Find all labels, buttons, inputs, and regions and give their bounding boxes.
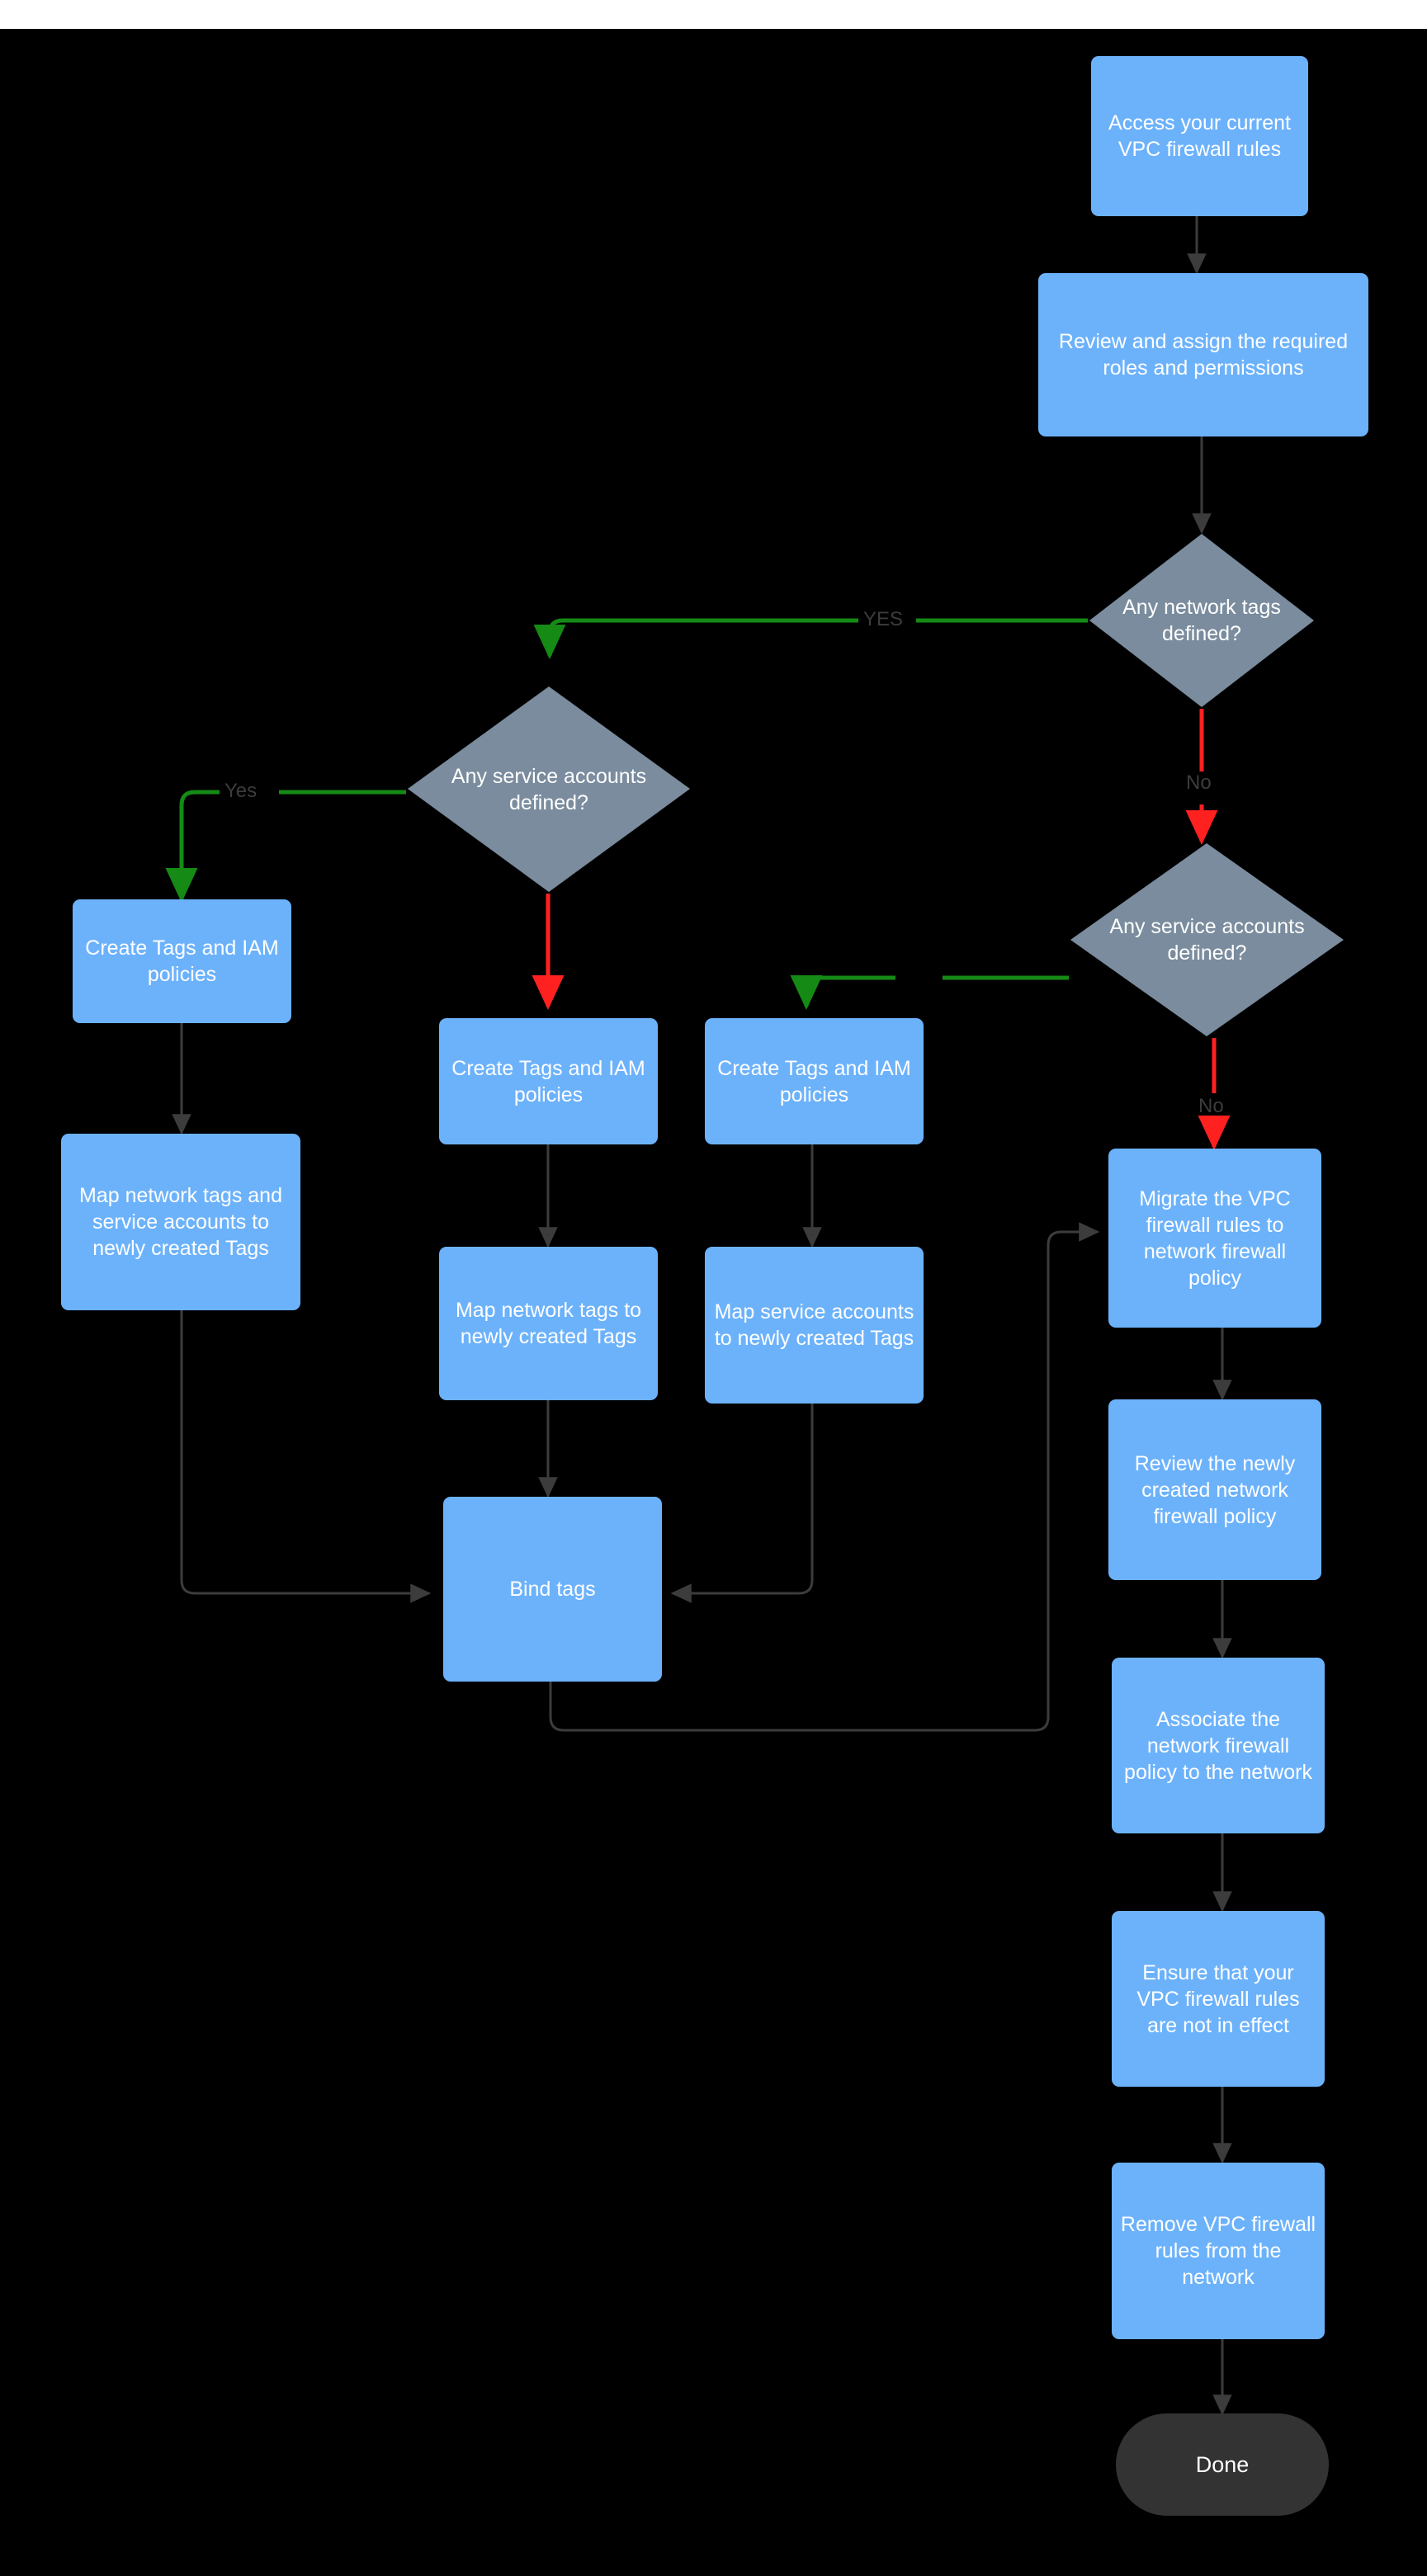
node-review-roles[interactable]: Review and assign the required roles and…: [1038, 273, 1368, 436]
edge-network-tags-yes-tail: [533, 618, 858, 660]
node-any-network-tags-label: Any network tags defined?: [1122, 596, 1281, 645]
node-create-tags-right[interactable]: Create Tags and IAM policies: [705, 1018, 924, 1144]
flowchart-board: Access your current VPC firewall rules R…: [0, 29, 1427, 2576]
diamond-shape-service-right: [1070, 843, 1344, 1036]
node-migrate-rules[interactable]: Migrate the VPC firewall rules to networ…: [1108, 1149, 1321, 1328]
node-create-tags-mid[interactable]: Create Tags and IAM policies: [439, 1018, 658, 1144]
diamond-shape-network-tags: [1089, 534, 1314, 707]
edge-label-service-left-yes: Yes: [224, 780, 258, 802]
edge-service-right-yes-tail: [790, 975, 895, 1011]
node-migrate-rules-label: Migrate the VPC firewall rules to networ…: [1139, 1187, 1291, 1290]
node-map-service-accounts-label: Map service accounts to newly created Ta…: [714, 1300, 914, 1350]
node-associate-policy-label: Associate the network firewall policy to…: [1124, 1707, 1312, 1784]
node-associate-policy[interactable]: Associate the network firewall policy to…: [1112, 1658, 1325, 1833]
edge-map-service-to-bind: [670, 1403, 814, 1603]
node-done-label: Done: [1195, 2451, 1250, 2477]
node-review-policy-label: Review the newly created network firewal…: [1134, 1451, 1296, 1528]
edge-label-network-tags-no: No: [1186, 771, 1212, 794]
node-create-tags-left[interactable]: Create Tags and IAM policies: [73, 899, 291, 1023]
edge-label-network-tags-yes: YES: [863, 608, 904, 630]
node-ensure-not-in-effect-label: Ensure that your VPC firewall rules are …: [1136, 1960, 1300, 2037]
edge-map-both-to-bind: [180, 1310, 432, 1603]
node-ensure-not-in-effect[interactable]: Ensure that your VPC firewall rules are …: [1112, 1911, 1325, 2087]
node-access-vpc[interactable]: Access your current VPC firewall rules: [1091, 56, 1308, 216]
edge-label-service-right-no: No: [1198, 1095, 1224, 1117]
node-remove-rules-label: Remove VPC firewall rules from the netwo…: [1120, 2213, 1316, 2289]
node-create-tags-mid-label: Create Tags and IAM policies: [451, 1056, 645, 1106]
node-any-service-accounts-left-label: Any service accounts defined?: [451, 764, 647, 814]
node-create-tags-left-label: Create Tags and IAM policies: [85, 937, 279, 986]
node-bind-tags-label: Bind tags: [509, 1578, 596, 1601]
edge-service-left-yes-tail: [165, 790, 220, 903]
node-any-service-accounts-right-label: Any service accounts defined?: [1109, 915, 1305, 965]
node-any-service-accounts-left[interactable]: Any service accounts defined?: [406, 685, 692, 894]
node-any-service-accounts-right[interactable]: Any service accounts defined?: [1069, 842, 1345, 1038]
node-access-vpc-label: Access your current VPC firewall rules: [1108, 111, 1291, 161]
diamond-shape-service-left: [408, 686, 690, 892]
node-map-network-tags[interactable]: Map network tags to newly created Tags: [439, 1247, 658, 1400]
node-review-policy[interactable]: Review the newly created network firewal…: [1108, 1399, 1321, 1580]
node-map-both[interactable]: Map network tags and service accounts to…: [61, 1134, 300, 1310]
node-create-tags-right-label: Create Tags and IAM policies: [717, 1056, 911, 1106]
node-done[interactable]: Done: [1116, 2413, 1329, 2516]
node-review-roles-label: Review and assign the required roles and…: [1058, 330, 1349, 380]
node-bind-tags[interactable]: Bind tags: [443, 1497, 662, 1682]
node-remove-rules[interactable]: Remove VPC firewall rules from the netwo…: [1112, 2163, 1325, 2339]
node-map-network-tags-label: Map network tags to newly created Tags: [455, 1299, 642, 1348]
node-map-both-label: Map network tags and service accounts to…: [79, 1184, 282, 1260]
node-map-service-accounts[interactable]: Map service accounts to newly created Ta…: [705, 1247, 924, 1404]
node-any-network-tags[interactable]: Any network tags defined?: [1088, 532, 1316, 709]
